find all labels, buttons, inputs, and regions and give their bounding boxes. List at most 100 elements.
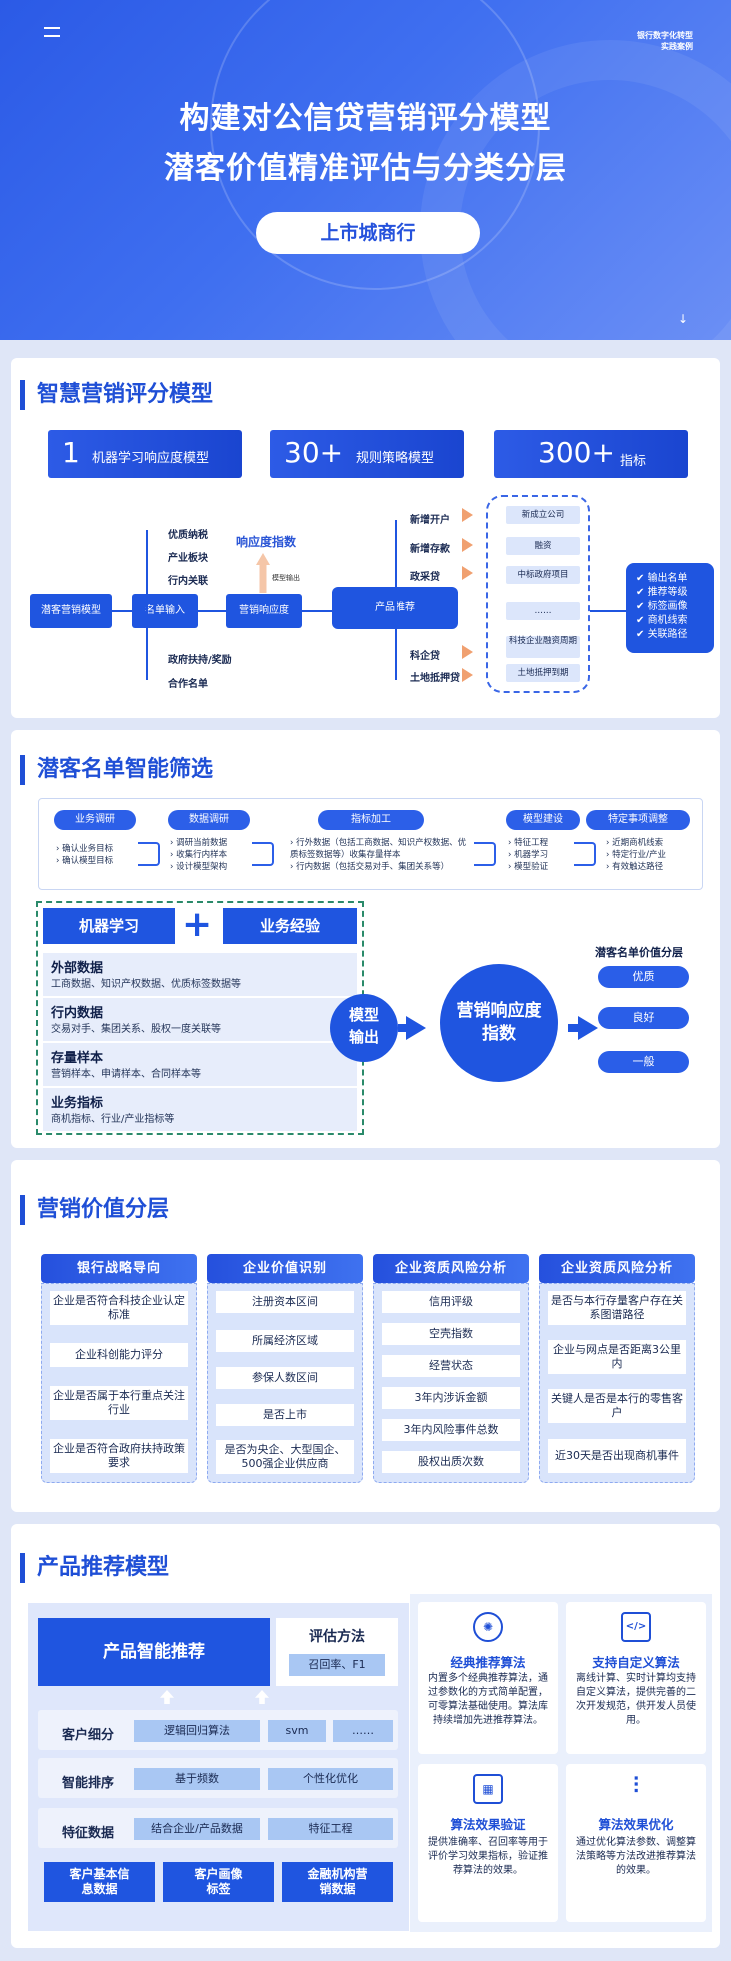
product-item: 新增存款 xyxy=(410,544,450,555)
ml-label: 机器学习 xyxy=(43,908,175,944)
list-item: 注册资本区间 xyxy=(216,1291,354,1313)
arrow-right-icon xyxy=(406,1016,426,1040)
model-output-circle: 模型输出 xyxy=(330,994,398,1062)
up-arrow-icon xyxy=(256,553,270,593)
row-label: 客户细分 xyxy=(62,1728,115,1743)
section-scoring-model xyxy=(11,358,720,718)
product-detail: …… xyxy=(506,602,580,620)
list-item: 企业是否符合政府扶持政策要求 xyxy=(50,1439,188,1473)
column-body xyxy=(373,1283,529,1483)
data-source-box: 客户基本信息数据 xyxy=(44,1862,155,1902)
connector xyxy=(146,530,148,680)
product-detail: 科技企业融资周期 xyxy=(506,636,580,658)
product-detail: 中标政府项目 xyxy=(506,566,580,584)
list-item: 企业与网点是否距离3公里内 xyxy=(548,1340,686,1374)
connector xyxy=(198,610,226,612)
response-index-label: 响应度指数 xyxy=(236,535,297,549)
hero-title-1: 构建对公信贷营销评分模型 xyxy=(179,101,552,136)
section-title: 潜客名单智能筛选 xyxy=(20,755,213,785)
menu-icon[interactable] xyxy=(44,27,60,37)
hero-title-2: 潜客价值精准评估与分类分层 xyxy=(164,151,567,186)
row-chip: 结合企业/产品数据 xyxy=(134,1818,260,1840)
chevron-right-icon xyxy=(474,842,496,866)
feature-card: ▦ 算法效果验证 提供准确率、召回率等用于评价学习效果指标，验证推荐算法的效果。 xyxy=(418,1764,558,1922)
product-item: 科企贷 xyxy=(410,651,440,662)
output-box: ✔ 输出名单✔ 推荐等级✔ 标签画像✔ 商机线索✔ 关联路径 xyxy=(626,563,714,653)
hero-banner: 银行数字化转型实践案例 构建对公信贷营销评分模型 潜客价值精准评估与分类分层 上… xyxy=(0,0,731,340)
tier-badge: 一般 xyxy=(598,1051,689,1073)
list-item: 企业科创能力评分 xyxy=(50,1343,188,1367)
step-text: › 特征工程› 机器学习› 模型验证 xyxy=(508,838,549,872)
data-item: 存量样本营销样本、申请样本、合同样本等 xyxy=(43,1043,357,1086)
arrow-icon xyxy=(462,538,473,552)
stat-card: 300+指标 xyxy=(494,430,688,478)
sliders-icon: ⫶ xyxy=(633,1774,639,1799)
arrow-right-icon xyxy=(578,1016,598,1040)
list-item: 参保人数区间 xyxy=(216,1367,354,1389)
arrow-down-icon[interactable]: ↓ xyxy=(678,312,689,326)
chevron-right-icon xyxy=(138,842,160,866)
list-item: 是否上市 xyxy=(216,1404,354,1426)
source-item: 产业板块 xyxy=(168,553,208,564)
response-node: 营销响应度 xyxy=(226,594,302,628)
code-icon: </> xyxy=(621,1612,651,1642)
atom-icon: ✺ xyxy=(473,1612,503,1642)
row-label: 特征数据 xyxy=(62,1826,115,1841)
source-item: 优质纳税 xyxy=(168,530,208,541)
connector xyxy=(590,610,626,612)
list-item: 所属经济区域 xyxy=(216,1330,354,1352)
step-header: 数据调研 xyxy=(168,810,250,830)
arrow-right-icon xyxy=(398,1024,408,1032)
step-header: 特定事项调整 xyxy=(586,810,690,830)
arrow-icon xyxy=(462,668,473,682)
model-output-label: 模型输出 xyxy=(272,574,300,582)
data-item: 行内数据交易对手、集团关系、股权一度关联等 xyxy=(43,998,357,1041)
step-text: › 调研当前数据› 收集行内样本› 设计模型架构 xyxy=(170,838,228,872)
chevron-right-icon xyxy=(252,842,274,866)
feature-card: ✺ 经典推荐算法 内置多个经典推荐算法，通过参数化的方式简单配置，可零算法基础使… xyxy=(418,1602,558,1754)
list-item: 空壳指数 xyxy=(382,1323,520,1345)
connector xyxy=(302,610,332,612)
column-header: 银行战略导向 xyxy=(41,1254,197,1283)
tier-badge: 优质 xyxy=(598,966,689,988)
source-item: 政府扶持/奖励 xyxy=(168,655,232,666)
chevron-right-icon xyxy=(574,842,596,866)
arrow-icon xyxy=(462,566,473,580)
product-detail: 新成立公司 xyxy=(506,506,580,524)
section-title: 智慧营销评分模型 xyxy=(20,380,213,410)
product-detail: 土地抵押到期 xyxy=(506,664,580,682)
stat-card: 30+规则策略模型 xyxy=(270,430,464,478)
data-item: 业务指标商机指标、行业/产业指标等 xyxy=(43,1088,357,1131)
column-header: 企业价值识别 xyxy=(207,1254,363,1283)
bank-pill: 上市城商行 xyxy=(256,212,480,254)
list-item: 3年内风险事件总数 xyxy=(382,1419,520,1441)
data-source-box: 金融机构营销数据 xyxy=(282,1862,393,1902)
hero-tag: 银行数字化转型实践案例 xyxy=(637,31,693,51)
biz-label: 业务经验 xyxy=(223,908,357,944)
row-label: 智能排序 xyxy=(62,1776,115,1791)
list-item: 是否与本行存量客户存在关系图谱路径 xyxy=(548,1291,686,1325)
product-item: 新增开户 xyxy=(410,515,450,526)
row-chip: 逻辑回归算法 xyxy=(134,1720,260,1742)
list-item: 近30天是否出现商机事件 xyxy=(548,1439,686,1473)
list-item: 经营状态 xyxy=(382,1355,520,1377)
step-header: 模型建设 xyxy=(506,810,580,830)
tier-title: 潜客名单价值分层 xyxy=(595,946,683,959)
product-box-group xyxy=(486,495,590,693)
row-chip: svm xyxy=(268,1720,326,1742)
product-item: 土地抵押贷 xyxy=(410,673,460,684)
product-item: 政采贷 xyxy=(410,572,440,583)
list-item: 信用评级 xyxy=(382,1291,520,1313)
source-item: 行内关联 xyxy=(168,576,208,587)
column-header: 企业资质风险分析 xyxy=(373,1254,529,1283)
chart-icon: ▦ xyxy=(473,1774,503,1804)
feature-card: </> 支持自定义算法 离线计算、实时计算均支持自定义算法，提供完善的二次开发规… xyxy=(566,1602,706,1754)
connector xyxy=(395,520,397,680)
plus-icon: + xyxy=(182,904,213,945)
feature-card: ⫶ 算法效果优化 通过优化算法参数、调整算法策略等方法改进推荐算法的效果。 xyxy=(566,1764,706,1922)
data-source-box: 客户画像标签 xyxy=(163,1862,274,1902)
product-detail: 融资 xyxy=(506,537,580,555)
connector xyxy=(112,610,132,612)
list-item: 股权出质次数 xyxy=(382,1451,520,1473)
